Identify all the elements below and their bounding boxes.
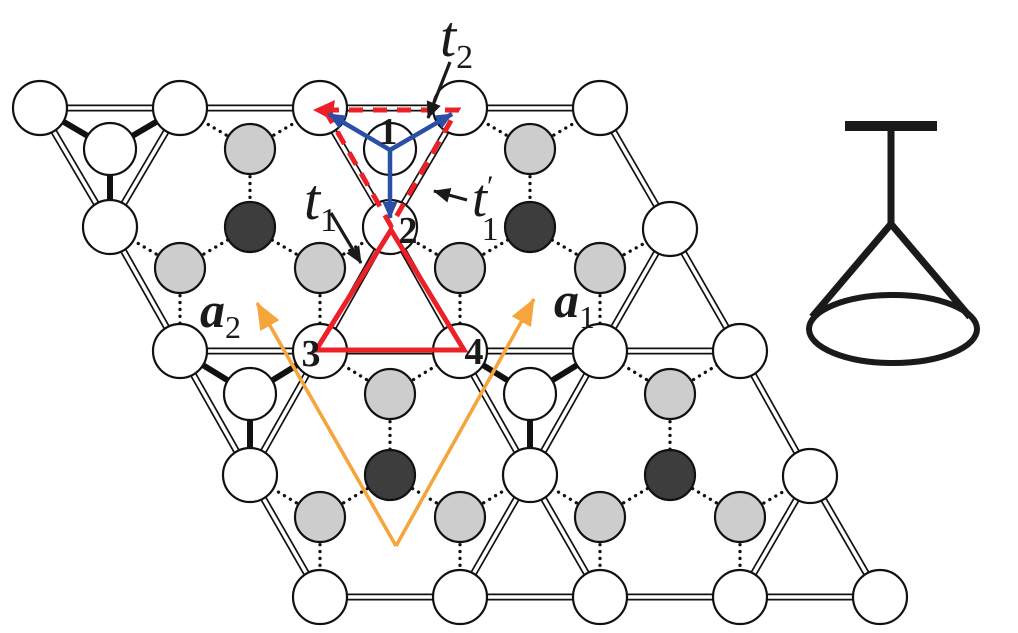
cone-left-side <box>809 221 894 320</box>
atom-dark <box>363 448 417 502</box>
atom-dark <box>503 200 557 254</box>
atom-gray <box>713 490 767 544</box>
a1-vector-arrow <box>394 298 536 547</box>
hopping-overlays <box>311 100 469 353</box>
t1-solid-triangle <box>311 225 469 353</box>
atom-white <box>151 79 209 137</box>
atom-white <box>431 568 489 626</box>
atom-gray <box>293 490 347 544</box>
t1-prime-dashed-triangle <box>320 107 462 232</box>
site-number-3: 3 <box>302 333 321 375</box>
t1-label: t1 <box>304 167 337 239</box>
atom-gray <box>223 122 277 176</box>
atom-white <box>781 447 839 505</box>
a1-label: a1 <box>554 272 595 335</box>
atom-white <box>851 568 909 626</box>
annotations: t2 t1 t′1 a2 a1 1 2 3 4 <box>200 4 595 375</box>
site-number-4: 4 <box>465 331 484 373</box>
atom-white-center <box>222 366 278 422</box>
cone-symbol <box>806 121 980 366</box>
atom-gray <box>363 367 417 421</box>
atom-white <box>641 200 699 258</box>
a2-label: a2 <box>200 282 241 345</box>
atom-dark <box>643 448 697 502</box>
atom-white <box>571 79 629 137</box>
t2-label: t2 <box>440 4 473 76</box>
t2-bond-arrow <box>388 112 454 152</box>
t2-arrow <box>426 61 452 119</box>
t1-prime-arrow <box>433 187 468 203</box>
unit-cell-vectors <box>255 298 536 547</box>
t1-arrow <box>329 212 363 264</box>
atom-white <box>711 322 769 380</box>
a2-vector-arrow <box>255 302 398 547</box>
atom-white <box>151 322 209 380</box>
atom-gray <box>293 241 347 295</box>
site-number-2: 2 <box>399 210 418 252</box>
site-number-1: 1 <box>379 111 398 153</box>
atom-white <box>501 446 559 504</box>
atom-dark <box>223 200 277 254</box>
t2-bond-arrow <box>327 112 392 152</box>
cone-base-ellipse <box>806 292 980 366</box>
t1p-label: t′1 <box>472 168 499 248</box>
atom-white <box>711 568 769 626</box>
atom-white <box>221 446 279 504</box>
atom-gray <box>573 241 627 295</box>
atom-gray <box>433 490 487 544</box>
atom-white-center <box>82 121 138 177</box>
atom-gray <box>153 241 207 295</box>
atom-gray <box>643 367 697 421</box>
atom-gray <box>503 122 557 176</box>
atom-white <box>11 79 69 137</box>
cone-right-side <box>888 221 973 320</box>
atom-white <box>81 198 139 256</box>
atoms <box>11 79 909 626</box>
atom-white-center <box>502 366 558 422</box>
atom-gray <box>573 490 627 544</box>
atom-white <box>571 568 629 626</box>
atom-white <box>291 568 349 626</box>
atom-white <box>571 322 629 380</box>
atom-gray <box>433 241 487 295</box>
